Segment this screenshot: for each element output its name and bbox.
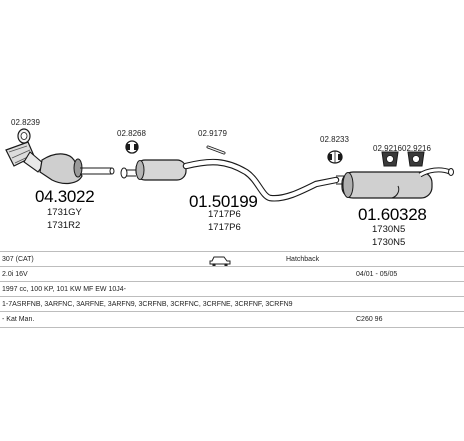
rear-muffler — [336, 167, 454, 199]
part-code-clamp-rear: 02.8233 — [320, 135, 349, 144]
part-code-seal: 02.9179 — [198, 129, 227, 138]
oem-number: 1731R2 — [47, 220, 81, 231]
part-code-clamp: 02.8268 — [117, 129, 146, 138]
gasket-icon — [17, 128, 31, 144]
table-row — [0, 281, 464, 297]
table-row — [0, 251, 464, 267]
middle-muffler — [120, 158, 340, 202]
rubber-mount-icon — [407, 151, 425, 167]
part-number-catalyst: 04.3022 — [35, 187, 95, 206]
oem-number: 1730N5 — [372, 224, 406, 235]
oem-number: 1717P6 — [208, 222, 241, 233]
production-dates: 04/01 - 05/05 — [356, 271, 398, 278]
car-icon — [209, 256, 231, 267]
rubber-mount-icon — [381, 151, 399, 167]
note: - Kat Man. — [2, 316, 35, 323]
part-code-gasket: 02.8239 — [11, 118, 40, 127]
clamp-icon — [125, 140, 139, 154]
part-number-rear-muffler: 01.60328 — [358, 205, 427, 224]
seal-ring-icon — [206, 145, 226, 155]
table-row — [0, 296, 464, 312]
engine-spec: 1997 cc, 100 KP, 101 KW MF EW 10J4- — [2, 286, 126, 293]
part-code-mount-1: 02.9216 — [373, 144, 402, 153]
table-row — [0, 311, 464, 328]
reference: C260 96 — [356, 316, 383, 323]
catalytic-converter — [5, 141, 115, 185]
engine: 2.0i 16V — [2, 271, 28, 278]
oem-number: 1730N5 — [372, 237, 406, 248]
oem-number: 1717P6 — [208, 209, 241, 220]
clamp-icon — [327, 150, 343, 164]
body-type: Hatchback — [286, 256, 320, 263]
part-code-mount-2: 02.9216 — [402, 144, 431, 153]
oem-number: 1731GY — [47, 207, 82, 218]
part-number-middle-muffler: 01.50199 — [189, 192, 258, 211]
table-row — [0, 266, 464, 282]
vin-codes: 1-7ASRFNB, 3ARFNC, 3ARFNE, 3ARFN9, 3CRFN… — [2, 301, 293, 308]
vehicle-model: 307 (CAT) — [2, 256, 34, 263]
